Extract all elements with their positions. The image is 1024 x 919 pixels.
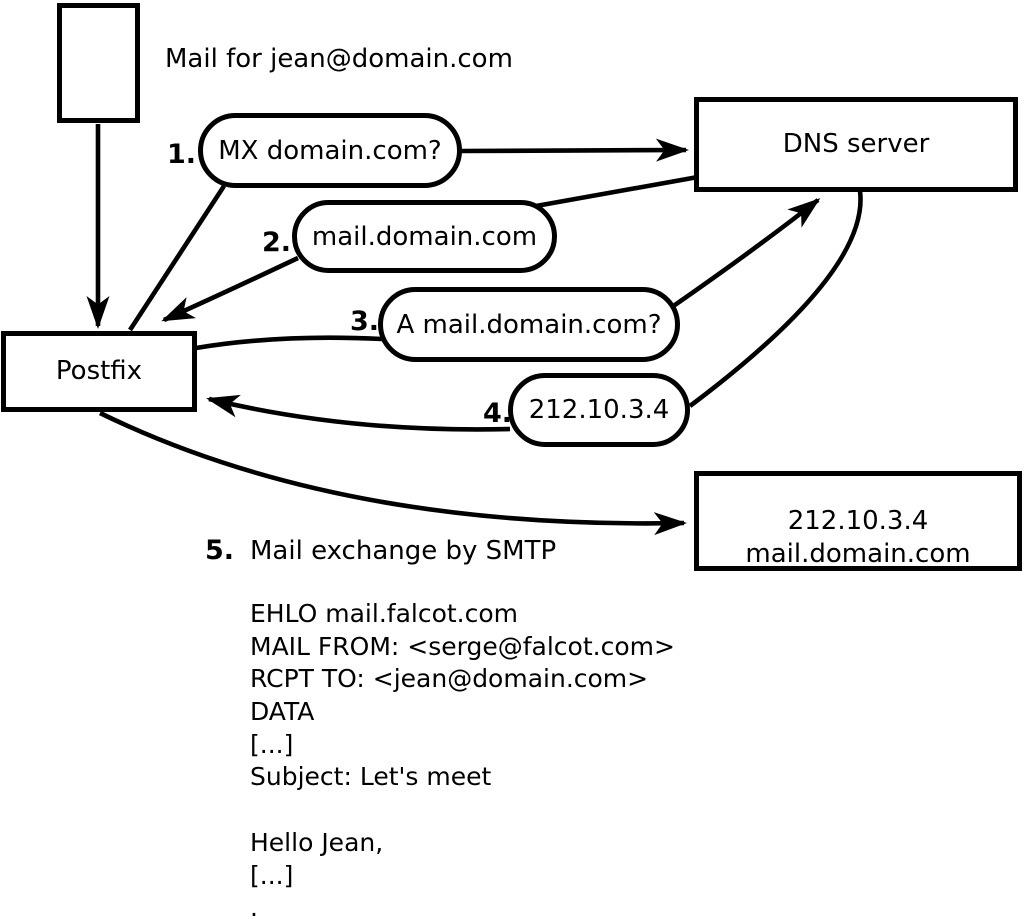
smtp-line: [...] <box>250 860 294 890</box>
line-postfix-to-step1 <box>128 184 226 332</box>
smtp-line-blank <box>250 794 675 827</box>
step-2-pill-mx-answer: mail.domain.com <box>292 200 557 273</box>
mail-for-label: Mail for jean@domain.com <box>165 44 513 74</box>
postfix-node: Postfix <box>1 331 197 412</box>
step-4-label: 212.10.3.4 <box>528 395 670 425</box>
step-3-pill-a-query: A mail.domain.com? <box>378 287 680 362</box>
mail-server-text: 212.10.3.4 mail.domain.com <box>745 505 970 569</box>
step-1-label: MX domain.com? <box>218 135 442 166</box>
step-2-label: mail.domain.com <box>311 221 538 252</box>
step-1-pill-mx-query: MX domain.com? <box>198 113 462 188</box>
arrow-postfix-to-mailserver-smtp <box>98 410 687 536</box>
arrow-step4-to-postfix <box>206 394 511 432</box>
mail-server-ip: 212.10.3.4 <box>787 505 929 536</box>
line-dns-to-step2 <box>535 174 699 209</box>
smtp-line: Hello Jean, <box>250 827 384 857</box>
arrow-step2-to-postfix <box>161 255 299 323</box>
smtp-line-end-dot: . <box>250 893 258 919</box>
line-dns-to-step4 <box>688 190 863 408</box>
mail-server-node: 212.10.3.4 mail.domain.com <box>694 471 1022 571</box>
step-5-label: Mail exchange by SMTP <box>250 536 557 566</box>
smtp-line: DATA <box>250 697 315 727</box>
step-2-number: 2. <box>262 227 292 258</box>
smtp-line: RCPT TO: <jean@domain.com> <box>250 664 649 694</box>
step-4-pill-a-answer: 212.10.3.4 <box>508 373 690 447</box>
arrow-step3-to-dns <box>670 198 821 309</box>
smtp-line: Subject: Let's meet <box>250 762 492 792</box>
smtp-line: EHLO mail.falcot.com <box>250 599 519 628</box>
smtp-line: MAIL FROM: <serge@falcot.com> <box>250 631 675 661</box>
dns-server-label: DNS server <box>782 129 930 159</box>
dns-server-node: DNS server <box>694 97 1018 192</box>
step-3-label: A mail.domain.com? <box>396 309 662 340</box>
step-4-number: 4. <box>483 398 513 429</box>
step-1-number: 1. <box>167 139 197 170</box>
smtp-line: [...] <box>250 729 294 759</box>
smtp-session-transcript: EHLO mail.falcot.com MAIL FROM: <serge@f… <box>250 598 675 919</box>
mail-envelope-node <box>57 3 140 123</box>
step-3-number: 3. <box>350 306 380 337</box>
step-5-number: 5. <box>205 535 235 566</box>
postfix-label: Postfix <box>55 356 143 386</box>
arrow-step1-to-dns <box>459 138 689 162</box>
mail-server-hostname: mail.domain.com <box>745 538 971 569</box>
line-postfix-to-step3 <box>195 335 383 351</box>
